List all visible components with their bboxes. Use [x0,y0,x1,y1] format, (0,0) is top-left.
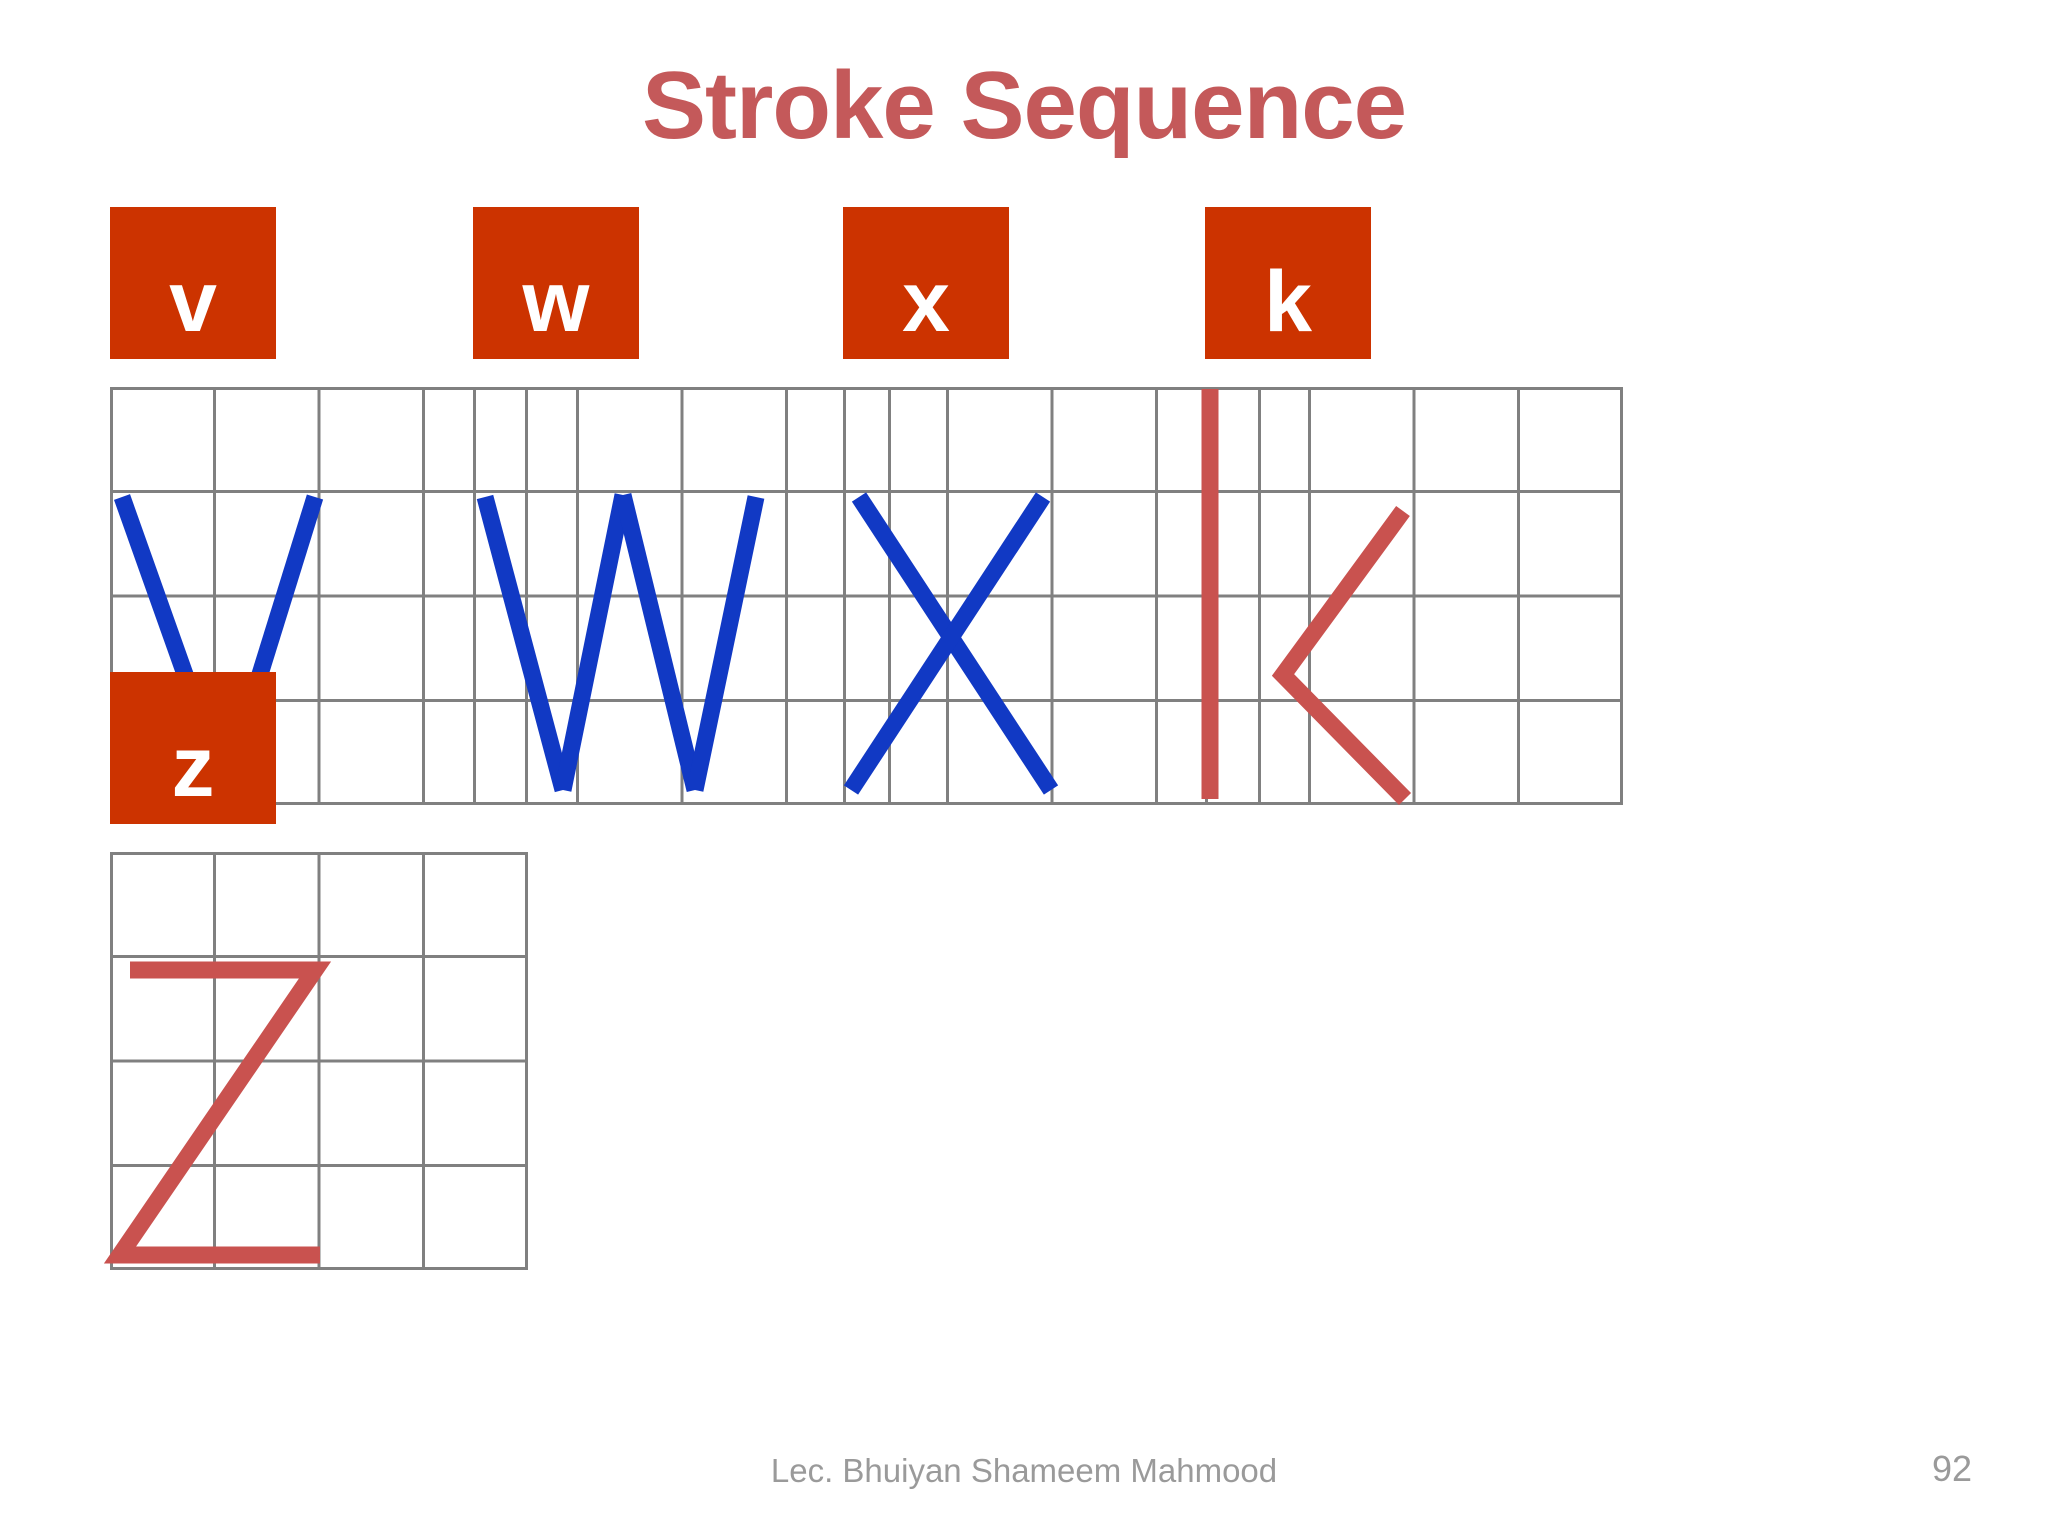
grid-lines [110,387,528,805]
stroke-1-zigzag [103,961,332,1264]
stroke-4-up-right [686,495,765,792]
grid-lines [1205,387,1623,805]
stroke-2-up-right [554,493,632,792]
letter-badge-label: x [902,254,950,350]
letter-badge-x: x [843,207,1009,359]
letter-strokes-z [103,961,332,1264]
letter-badge-label: k [1264,254,1312,350]
footer-page-number: 92 [1931,1448,1972,1489]
letter-card-v: v [110,207,528,805]
letter-badge-v: v [110,207,276,359]
letter-card-k: k [1201,207,1623,805]
letter-strokes-k [1201,389,1412,805]
letter-strokes-w [476,492,765,793]
practice-grid-v [110,387,528,805]
stroke-3-down-right [614,492,704,793]
letter-badge-z: z [110,672,276,824]
stroke-1-down-right [476,494,572,793]
letter-badge-w: w [473,207,639,359]
practice-grid-k [1201,387,1623,805]
letter-strokes-x [843,492,1059,795]
practice-grid-w [473,387,891,805]
letter-badge-label: w [522,254,590,350]
letter-card-w: w [473,207,891,805]
stroke-2-diagonal-in-out [1271,505,1412,805]
footer-author: Lec. Bhuiyan Shameem Mahmood [770,1452,1278,1489]
letter-card-z: z [103,672,528,1270]
stroke-2-diagonal-down-left [843,492,1051,795]
letter-badge-label: v [169,254,217,350]
practice-grid-z [103,852,528,1270]
letter-badge-label: z [171,719,215,815]
letter-badge-k: k [1205,207,1371,359]
page-title: Stroke Sequence [642,52,1407,159]
practice-grid-x [843,387,1261,805]
letter-card-x: x [843,207,1261,805]
